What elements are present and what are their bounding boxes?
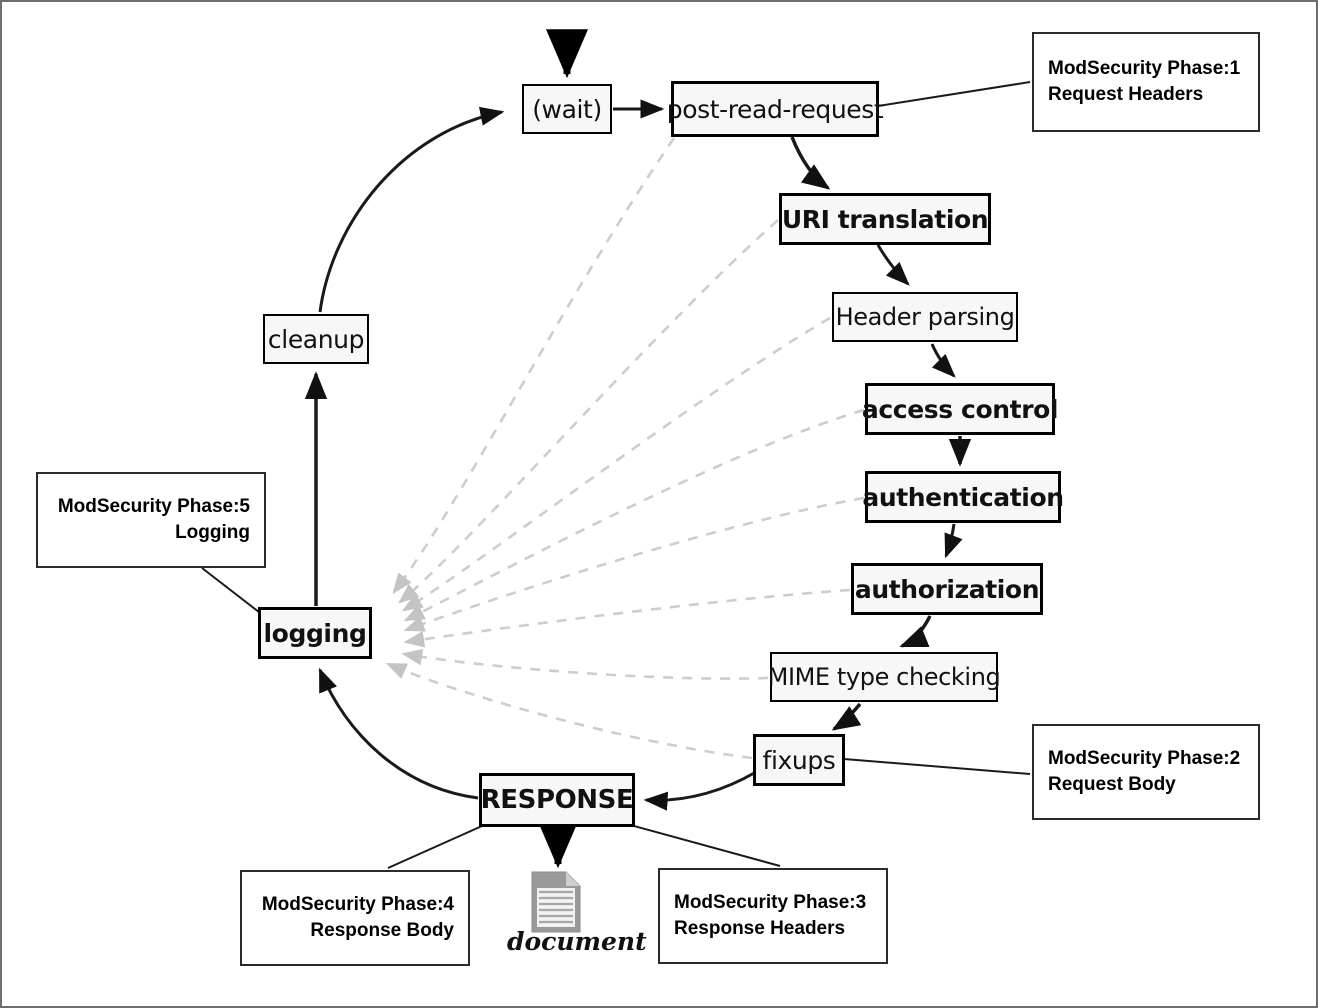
node-cleanup-label: cleanup (267, 324, 365, 354)
callout-modsecurity-phase-1: ModSecurity Phase:1 Request Headers (1032, 32, 1260, 132)
edge-auth-to-logging-dashed (403, 496, 865, 632)
callout-phase-5-line-2: Logging (175, 522, 250, 543)
node-logging-label: logging (263, 618, 367, 648)
node-uri-translation[interactable]: URI translation (780, 194, 990, 244)
edge-authz-to-mime (899, 615, 932, 648)
node-header-parsing-label: Header parsing (835, 303, 1015, 331)
callout-phase-2-line-2: Request Body (1048, 774, 1176, 795)
node-wait-label: (wait) (532, 94, 602, 124)
edge-access-to-logging-dashed (403, 408, 865, 622)
edge-post-read-to-uri (790, 136, 831, 190)
node-mime-type-checking-label: MIME type checking (767, 663, 1001, 691)
node-fixups-label: fixups (762, 745, 836, 775)
document-icon-label: document (507, 927, 647, 956)
node-access-control[interactable]: access control (862, 384, 1058, 434)
node-authorization[interactable]: authorization (852, 564, 1042, 614)
callout-phase-2-line-1: ModSecurity Phase:2 (1048, 748, 1241, 770)
edge-mime-to-fixups (831, 702, 862, 731)
callout-phase-1-line-2: Request Headers (1048, 84, 1204, 105)
leader-phase4 (387, 825, 483, 869)
node-response-label: RESPONSE (480, 785, 634, 815)
edge-response-to-logging (318, 667, 479, 800)
edge-uri-to-logging-dashed (398, 219, 779, 604)
leader-phase1 (877, 81, 1031, 107)
callout-modsecurity-phase-3: ModSecurity Phase:3 Response Headers (658, 868, 888, 964)
edge-uri-to-header (876, 244, 910, 286)
node-cleanup[interactable]: cleanup (263, 314, 369, 364)
node-post-read-request[interactable]: post-read-request (667, 82, 884, 136)
node-post-read-request-label: post-read-request (666, 94, 884, 124)
callout-phase-4-line-2: Response Body (310, 920, 454, 941)
node-header-parsing[interactable]: Header parsing (832, 292, 1018, 342)
edge-authz-to-logging-dashed (403, 588, 851, 648)
node-authentication[interactable]: authentication (862, 472, 1064, 522)
callout-phase-4-line-1: ModSecurity Phase:4 (261, 894, 454, 916)
node-access-control-label: access control (861, 394, 1059, 424)
node-wait[interactable]: (wait) (522, 84, 612, 134)
node-mime-type-checking[interactable]: MIME type checking (767, 652, 1001, 702)
callout-modsecurity-phase-4: ModSecurity Phase:4 Response Body (240, 870, 470, 966)
edge-fixups-to-logging-dashed (385, 662, 753, 760)
solid-edges (304, 29, 972, 869)
node-logging[interactable]: logging (259, 608, 371, 658)
leader-phase5 (201, 567, 265, 617)
edge-auth-to-authz (944, 523, 963, 559)
node-uri-translation-label: URI translation (781, 204, 989, 234)
node-fixups[interactable]: fixups (754, 735, 844, 785)
callout-modsecurity-phase-5: ModSecurity Phase:5 Logging (36, 472, 266, 568)
edge-cleanup-to-wait (318, 106, 505, 313)
edge-header-to-logging-dashed (401, 316, 831, 612)
callout-phase-3-line-2: Response Headers (674, 918, 846, 939)
callout-modsecurity-phase-2: ModSecurity Phase:2 Request Body (1032, 724, 1260, 820)
callout-phase-5-line-1: ModSecurity Phase:5 (57, 496, 250, 518)
callout-phase-3-line-1: ModSecurity Phase:3 (674, 892, 867, 914)
edge-fixups-to-response (643, 770, 757, 811)
leader-phase2 (843, 758, 1031, 775)
edge-post-read-to-logging-dashed (392, 137, 676, 595)
node-authorization-label: authorization (854, 574, 1040, 604)
callout-phase-1-line-1: ModSecurity Phase:1 (1048, 58, 1241, 80)
node-authentication-label: authentication (862, 482, 1064, 512)
document-icon (531, 871, 581, 933)
leader-phase3 (633, 825, 781, 867)
edge-header-to-access (930, 343, 956, 378)
node-response[interactable]: RESPONSE (480, 774, 634, 826)
edge-mime-to-logging-dashed (401, 648, 769, 680)
